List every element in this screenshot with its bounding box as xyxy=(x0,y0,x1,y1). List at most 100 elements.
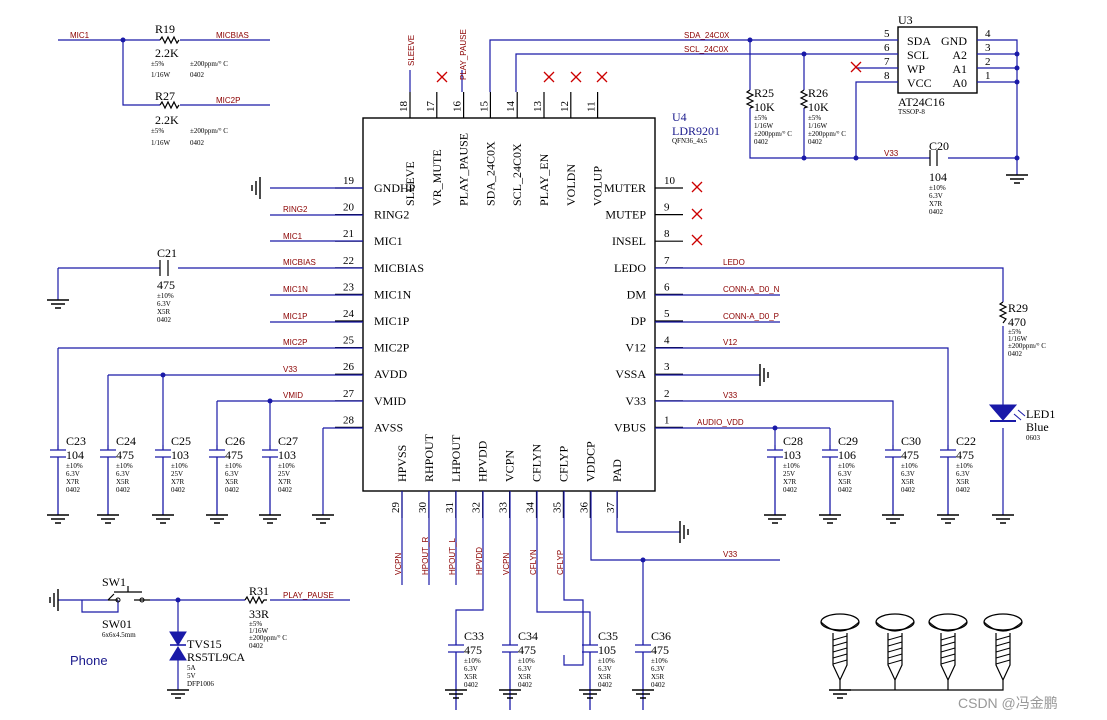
u3-pin-5-name: SDA xyxy=(907,34,931,48)
u4-pin-8-num: 8 xyxy=(664,228,670,240)
ground-icon xyxy=(206,514,228,524)
watermark: CSDN @冯金鹏 xyxy=(958,695,1058,711)
u3-pin-2-name: A1 xyxy=(952,62,967,76)
resistor-r27: R27 2.2K ±5% 1/16W ±200ppm/° C 0402 xyxy=(151,89,228,147)
net-sleeve: SLEEVE xyxy=(407,35,416,66)
c33-tol: ±10% xyxy=(464,657,481,665)
c29-value: 106 xyxy=(838,448,856,462)
c24-tol: ±10% xyxy=(116,462,133,470)
u4-pin-25-name: MIC2P xyxy=(374,341,410,355)
u4-pin-7-name: LEDO xyxy=(614,261,646,275)
u4-pin-18-name: SLEEVE xyxy=(403,161,417,206)
resistor-r25: R25 10K ±5% 1/16W ±200ppm/° C 0402 xyxy=(754,86,792,146)
net-scl: SCL_24C0X xyxy=(684,45,729,54)
c34-value: 475 xyxy=(518,643,536,657)
u4-pin-23-num: 23 xyxy=(343,281,355,293)
ground-icon xyxy=(992,514,1014,524)
ground-icon xyxy=(49,589,59,611)
net-mic1-top: MIC1 xyxy=(70,31,90,40)
u4-part: LDR9201 xyxy=(672,124,720,138)
c30-diel: X5R xyxy=(901,478,915,486)
switch-sw1: SW1 SW01 6x6x4.5mm xyxy=(102,575,150,639)
c28-v: 25V xyxy=(783,470,795,478)
r31-power: 1/16W xyxy=(249,627,268,635)
c34-tol: ±10% xyxy=(518,657,535,665)
ground-icon xyxy=(759,364,769,386)
ground-icon xyxy=(679,521,689,543)
net-mic1n: MIC1N xyxy=(283,285,308,294)
r26-power: 1/16W xyxy=(808,122,827,130)
c21-v: 6.3V xyxy=(157,300,171,308)
r19-ref: R19 xyxy=(155,22,175,36)
ground-icon xyxy=(167,689,189,699)
c30-value: 475 xyxy=(901,448,919,462)
c36-value: 475 xyxy=(651,643,669,657)
r27-tc: ±200ppm/° C xyxy=(190,127,228,135)
mounting-screws xyxy=(820,613,1023,691)
net-cflyn: CFLYN xyxy=(529,549,538,575)
u4-pin-24-num: 24 xyxy=(343,308,355,320)
sw1-name: SW01 xyxy=(102,617,132,631)
c36-ref: C36 xyxy=(651,629,671,643)
c23-value: 104 xyxy=(66,448,84,462)
r25-value: 10K xyxy=(754,100,775,114)
c35-v: 6.3V xyxy=(598,665,612,673)
u3-pin-6-num: 6 xyxy=(884,42,890,54)
u4-ref: U4 xyxy=(672,110,687,124)
r27-value: 2.2K xyxy=(155,113,179,127)
c20-tol: ±10% xyxy=(929,184,946,192)
u4-pin-25-num: 25 xyxy=(343,335,355,347)
c24-value: 475 xyxy=(116,448,134,462)
c34-pkg: 0402 xyxy=(518,681,533,689)
net-labels: MIC1 MICBIAS MIC2P RING2 MIC1 MICBIAS MI… xyxy=(70,29,899,600)
c24-diel: X5R xyxy=(116,478,130,486)
c27-v: 25V xyxy=(278,470,290,478)
u4-pin-16-name: PLAY_PAUSE xyxy=(457,133,471,206)
u4-pin-3-num: 3 xyxy=(664,361,670,373)
c22-diel: X5R xyxy=(956,478,970,486)
u4-pin-16-num: 16 xyxy=(452,101,464,113)
net-vcpn-33: VCPN xyxy=(502,553,511,575)
u4-pin-33-num: 33 xyxy=(498,502,510,514)
ground-icon xyxy=(937,514,959,524)
c30-v: 6.3V xyxy=(901,470,915,478)
r25-tc: ±200ppm/° C xyxy=(754,130,792,138)
u4-pin-36-num: 36 xyxy=(578,502,590,514)
u4-pin-14-name: SCL_24C0X xyxy=(510,143,524,206)
u4-pin-8-name: INSEL xyxy=(612,234,646,248)
led1-arrows xyxy=(1013,409,1026,421)
u4-pin-6-name: DM xyxy=(627,287,647,301)
r26-value: 10K xyxy=(808,100,829,114)
u4-pin-34-num: 34 xyxy=(525,502,537,514)
u4-pin-11-name: VOLUP xyxy=(591,166,605,206)
no-connect-marks xyxy=(436,61,862,246)
r29-tol: ±5% xyxy=(1008,328,1021,336)
c29-ref: C29 xyxy=(838,434,858,448)
net-vcpn-29: VCPN xyxy=(394,553,403,575)
led1-ref: LED1 xyxy=(1026,407,1055,421)
r19-power: 1/16W xyxy=(151,71,170,79)
u4-pin-30-name: RHPOUT xyxy=(422,433,436,482)
u4-pin-6-num: 6 xyxy=(664,281,670,293)
c35-tol: ±10% xyxy=(598,657,615,665)
c35-ref: C35 xyxy=(598,629,618,643)
net-v33-eeprom: V33 xyxy=(884,149,899,158)
c24-symbol xyxy=(100,445,116,515)
c26-symbol xyxy=(209,445,225,515)
c36-tol: ±10% xyxy=(651,657,668,665)
u4-pin-17-num: 17 xyxy=(425,101,437,113)
r27-pkg: 0402 xyxy=(190,139,205,147)
c23-symbol xyxy=(50,445,66,515)
c35-value: 105 xyxy=(598,643,616,657)
u4-pin-4-num: 4 xyxy=(664,335,670,347)
net-conn-n: CONN-A_D0_N xyxy=(723,285,780,294)
net-ledo: LEDO xyxy=(723,258,745,267)
c27-value: 103 xyxy=(278,448,296,462)
resistor-r29: R29 470 ±5% 1/16W ±200ppm/° C 0402 xyxy=(1008,301,1046,358)
c34-diel: X5R xyxy=(518,673,532,681)
c25-pkg: 0402 xyxy=(171,486,186,494)
r25-ref: R25 xyxy=(754,86,774,100)
